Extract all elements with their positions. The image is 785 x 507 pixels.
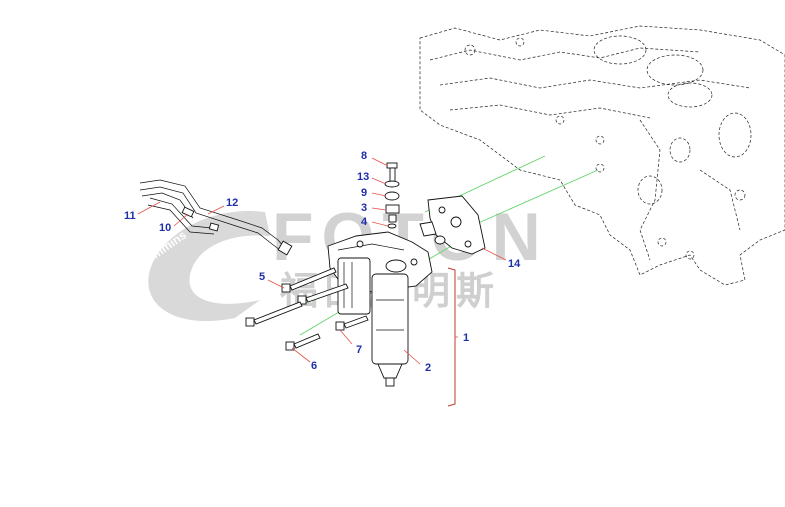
mounting-bracket	[419, 195, 486, 255]
callout-13: 13	[357, 171, 369, 183]
bolt-7	[335, 315, 369, 331]
bolt-5	[281, 267, 337, 293]
callout-11: 11	[124, 210, 136, 222]
fuel-filter-assembly	[327, 231, 433, 387]
callout-5: 5	[259, 271, 265, 283]
callout-1: 1	[463, 332, 469, 344]
callout-10: 10	[159, 222, 171, 234]
callout-4: 4	[361, 216, 368, 228]
engine-block	[419, 25, 785, 286]
callout-2: 2	[425, 362, 431, 374]
callout-6: 6	[311, 360, 317, 372]
leader-lines	[137, 157, 507, 365]
bolt-6	[285, 333, 321, 351]
callout-9: 9	[361, 187, 367, 199]
bolt-left	[245, 301, 303, 327]
banjo-fitting-stack	[384, 162, 400, 229]
watermark-c-logo	[148, 210, 270, 322]
callout-3: 3	[361, 202, 367, 214]
callout-8: 8	[361, 150, 367, 162]
bolts	[245, 267, 369, 351]
callout-14: 14	[508, 258, 521, 270]
callout-7: 7	[356, 344, 362, 356]
callout-labels: 8 13 9 3 4 11 10 12 5 6 7 2 14 1	[124, 150, 521, 374]
callout-12: 12	[226, 197, 238, 209]
bolt-5b	[297, 283, 349, 305]
